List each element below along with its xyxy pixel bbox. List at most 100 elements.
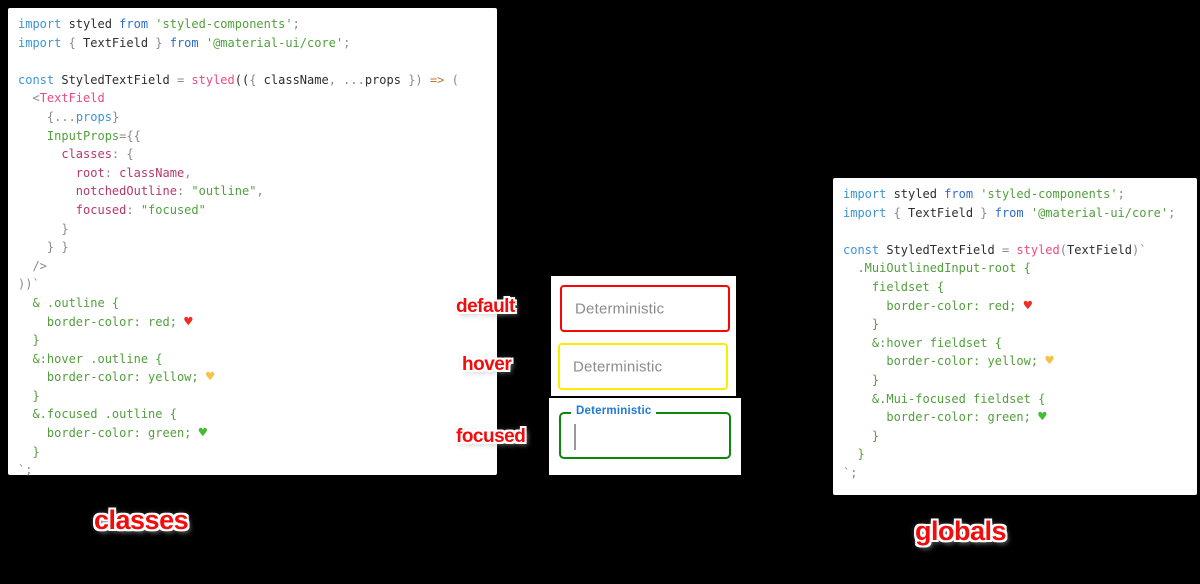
code-line: InputProps={{ [18, 127, 497, 146]
code-token: const [18, 72, 62, 87]
code-line [18, 52, 497, 71]
code-token: TextField [1067, 242, 1133, 257]
code-line [843, 222, 1197, 241]
code-token: : { [111, 147, 134, 162]
code-classes: import styled from 'styled-components';i… [8, 8, 497, 480]
code-token: props [75, 109, 112, 124]
code-token: } [155, 35, 170, 50]
code-line: } [843, 445, 1197, 464]
code-token: notchedOutline [18, 184, 177, 199]
code-token: { [893, 205, 909, 220]
code-line: border-color: green; ♥ [843, 408, 1197, 427]
code-line: } [18, 443, 497, 462]
code-token: } [111, 109, 120, 124]
code-token: } [18, 444, 40, 459]
code-token: = [1001, 242, 1017, 257]
code-line: const StyledTextField = styled(({ classN… [18, 71, 497, 90]
code-token: { [68, 35, 84, 50]
code-token: &.focused .outline { [18, 407, 177, 422]
state-label-focused: focused [456, 426, 526, 447]
code-token: const [843, 242, 887, 257]
code-line: {...props} [18, 108, 497, 127]
code-token: } [18, 333, 40, 348]
code-token: `; [18, 463, 33, 478]
code-globals: import styled from 'styled-components';i… [833, 178, 1197, 483]
code-token: border-color: red; [843, 298, 1024, 313]
code-token: { [18, 109, 55, 124]
code-line: import { TextField } from '@material-ui/… [18, 34, 497, 53]
textfield-hover-label: Deterministic [573, 358, 663, 375]
code-line: /> [18, 257, 497, 276]
code-line: &:hover fieldset { [843, 334, 1197, 353]
code-line: } } [18, 238, 497, 257]
code-line: border-color: yellow; ♥ [18, 368, 497, 387]
code-token: styled [68, 17, 120, 31]
code-token: styled [1016, 242, 1060, 257]
code-token: from [169, 35, 206, 50]
code-line: } [18, 387, 497, 406]
code-token: TextField [39, 91, 105, 106]
code-token: ; [1168, 205, 1176, 220]
code-token: styled [893, 187, 945, 201]
code-token: import [843, 205, 894, 220]
code-token: styled [191, 72, 235, 87]
code-line: &.Mui-focused fieldset { [843, 390, 1197, 409]
code-line: } [18, 220, 497, 239]
code-line: border-color: red; ♥ [843, 297, 1197, 316]
code-token: , [256, 184, 264, 199]
code-token: fieldset { [843, 279, 945, 294]
red-heart-icon: ♥ [184, 313, 193, 330]
green-heart-icon: ♥ [1038, 409, 1047, 426]
code-token: , [328, 72, 344, 87]
code-line: focused: "focused" [18, 201, 497, 220]
code-token: ; [343, 35, 351, 50]
code-token: import [18, 35, 69, 50]
code-line: import styled from 'styled-components'; [18, 15, 497, 34]
textfield-default[interactable]: Deterministic [560, 285, 730, 332]
code-line: & .outline { [18, 294, 497, 313]
code-panel-classes: import styled from 'styled-components';i… [8, 8, 497, 477]
code-token: TextField [83, 35, 156, 50]
textfield-hover[interactable]: Deterministic [558, 343, 728, 390]
code-token: < [18, 91, 40, 106]
code-line: fieldset { [843, 278, 1197, 297]
red-heart-icon: ♥ [1023, 297, 1033, 314]
code-token: }) [408, 72, 430, 87]
code-line: .MuiOutlinedInput-root { [843, 259, 1197, 278]
code-token: className [119, 165, 185, 180]
code-token: classes [18, 147, 112, 162]
code-line: classes: { [18, 145, 497, 164]
code-token: from [994, 205, 1031, 220]
code-token: = [176, 72, 192, 87]
code-token: className [263, 72, 329, 87]
state-label-hover: hover [462, 354, 512, 375]
code-token: : [104, 165, 120, 180]
code-token: 'styled-components' [155, 17, 293, 31]
code-token: "outline" [191, 184, 257, 199]
code-line: import { TextField } from '@material-ui/… [843, 204, 1197, 223]
code-line: `; [18, 461, 497, 480]
code-token: border-color: green; [18, 426, 199, 441]
code-line: const StyledTextField = styled(TextField… [843, 241, 1197, 260]
code-token: border-color: yellow; [843, 354, 1046, 369]
code-token: border-color: red; [18, 314, 185, 329]
textfield-focused[interactable]: Deterministic [559, 405, 731, 459]
code-line: notchedOutline: "outline", [18, 182, 497, 201]
code-line: } [843, 315, 1197, 334]
code-token: } [18, 221, 69, 236]
textfield-focused-notch-label: Deterministic [571, 405, 657, 417]
caption-globals: globals [915, 516, 1007, 546]
code-token: import [843, 187, 894, 201]
code-token: &.Mui-focused fieldset { [843, 391, 1046, 406]
code-token: &:hover .outline { [18, 351, 163, 366]
code-token: (( [234, 72, 250, 87]
code-line: root: className, [18, 164, 497, 183]
code-token: focused [18, 202, 127, 217]
code-token: { [249, 72, 264, 87]
code-token: /> [18, 258, 47, 273]
code-token: ... [54, 109, 76, 124]
code-token: } } [18, 240, 69, 255]
code-token: StyledTextField [886, 242, 1002, 257]
code-token: from [119, 17, 156, 31]
